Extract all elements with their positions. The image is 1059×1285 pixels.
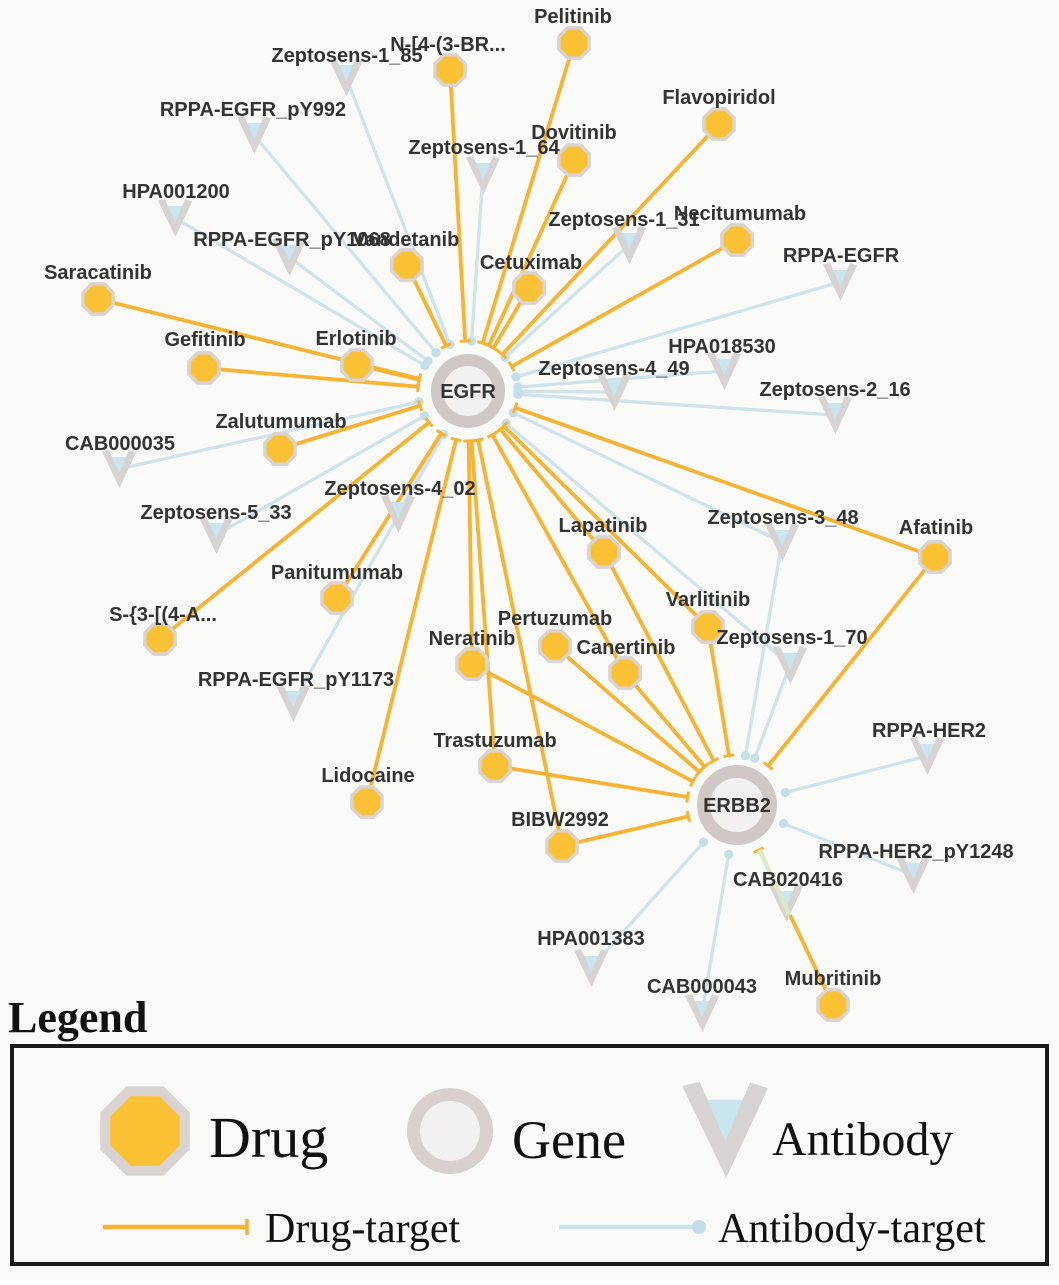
- svg-text:Flavopiridol: Flavopiridol: [662, 87, 775, 109]
- svg-text:Gefitinib: Gefitinib: [164, 329, 245, 351]
- svg-text:Afatinib: Afatinib: [899, 517, 973, 539]
- svg-text:Zeptosens-1_31: Zeptosens-1_31: [548, 209, 699, 231]
- svg-text:Zeptosens-1_70: Zeptosens-1_70: [716, 627, 867, 649]
- svg-text:Zeptosens-5_33: Zeptosens-5_33: [140, 502, 291, 524]
- svg-text:Lapatinib: Lapatinib: [559, 515, 648, 537]
- svg-text:BIBW2992: BIBW2992: [511, 809, 609, 831]
- svg-text:EGFR: EGFR: [440, 381, 496, 403]
- svg-text:Pelitinib: Pelitinib: [534, 6, 612, 28]
- svg-text:RPPA-EGFR: RPPA-EGFR: [783, 245, 900, 267]
- svg-text:Varlitinib: Varlitinib: [666, 589, 750, 611]
- svg-text:Pertuzumab: Pertuzumab: [498, 608, 612, 630]
- svg-text:CAB000035: CAB000035: [65, 433, 175, 455]
- svg-text:Mubritinib: Mubritinib: [785, 968, 882, 990]
- svg-text:Panitumumab: Panitumumab: [271, 562, 403, 584]
- svg-text:Drug: Drug: [209, 1105, 328, 1170]
- svg-text:Trastuzumab: Trastuzumab: [433, 730, 556, 752]
- svg-text:HPA001383: HPA001383: [537, 928, 644, 950]
- svg-text:ERBB2: ERBB2: [703, 795, 771, 817]
- svg-text:Lidocaine: Lidocaine: [321, 765, 414, 787]
- svg-text:Antibody: Antibody: [772, 1113, 953, 1166]
- svg-text:Zeptosens-4_02: Zeptosens-4_02: [324, 478, 475, 500]
- svg-text:Zeptosens-1_85: Zeptosens-1_85: [271, 45, 422, 67]
- svg-text:HPA001200: HPA001200: [122, 181, 229, 203]
- svg-text:Zeptosens-4_49: Zeptosens-4_49: [538, 358, 689, 380]
- svg-text:Gene: Gene: [512, 1110, 626, 1170]
- svg-text:RPPA-EGFR_pY1173: RPPA-EGFR_pY1173: [198, 669, 394, 691]
- svg-text:Antibody-target: Antibody-target: [718, 1206, 986, 1252]
- svg-text:Legend: Legend: [8, 993, 147, 1042]
- svg-text:RPPA-EGFR_pY992: RPPA-EGFR_pY992: [160, 99, 346, 121]
- svg-text:Neratinib: Neratinib: [429, 628, 516, 650]
- svg-text:CAB000043: CAB000043: [647, 976, 757, 998]
- svg-text:Zeptosens-2_16: Zeptosens-2_16: [759, 379, 910, 401]
- svg-text:CAB020416: CAB020416: [733, 869, 843, 891]
- svg-text:S-{3-[(4-A...: S-{3-[(4-A...: [109, 604, 217, 626]
- svg-text:Zalutumumab: Zalutumumab: [215, 411, 346, 433]
- svg-text:Zeptosens-1_64: Zeptosens-1_64: [408, 137, 560, 159]
- svg-text:Drug-target: Drug-target: [265, 1206, 460, 1252]
- svg-text:RPPA-HER2_pY1248: RPPA-HER2_pY1248: [818, 841, 1013, 863]
- svg-text:Canertinib: Canertinib: [577, 637, 676, 659]
- svg-text:Erlotinib: Erlotinib: [315, 328, 396, 350]
- svg-text:Saracatinib: Saracatinib: [44, 262, 152, 284]
- svg-text:HPA018530: HPA018530: [668, 336, 775, 358]
- svg-text:RPPA-EGFR_pY1068: RPPA-EGFR_pY1068: [193, 229, 390, 251]
- svg-text:Cetuximab: Cetuximab: [480, 252, 582, 274]
- svg-text:RPPA-HER2: RPPA-HER2: [872, 720, 986, 742]
- svg-text:Zeptosens-3_48: Zeptosens-3_48: [707, 507, 858, 529]
